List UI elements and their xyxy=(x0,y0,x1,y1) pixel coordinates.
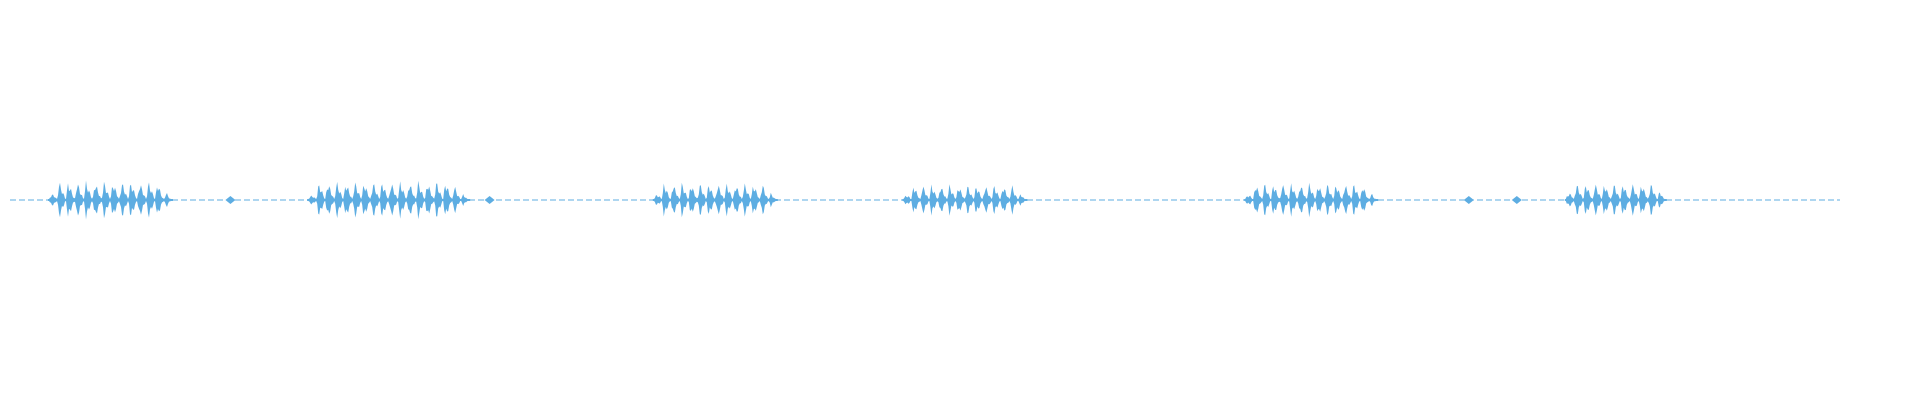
waveform-burst-shape xyxy=(48,180,173,220)
waveform-blip xyxy=(484,196,495,204)
waveform-burst xyxy=(902,184,1028,216)
waveform-bursts xyxy=(48,180,1667,220)
waveform-burst-shape xyxy=(652,182,778,218)
waveform-blip xyxy=(1511,196,1522,204)
waveform-burst xyxy=(307,180,471,220)
waveform-burst xyxy=(1244,182,1379,218)
waveform-blip xyxy=(225,196,236,204)
waveform-burst-shape xyxy=(307,180,471,220)
waveform-burst xyxy=(48,180,173,220)
waveform-burst xyxy=(1564,184,1667,216)
waveform-burst-shape xyxy=(902,184,1028,216)
waveform-burst-shape xyxy=(1564,184,1667,216)
waveform-blip xyxy=(1463,196,1474,204)
waveform-burst xyxy=(652,182,778,218)
waveform-burst-shape xyxy=(1244,182,1379,218)
